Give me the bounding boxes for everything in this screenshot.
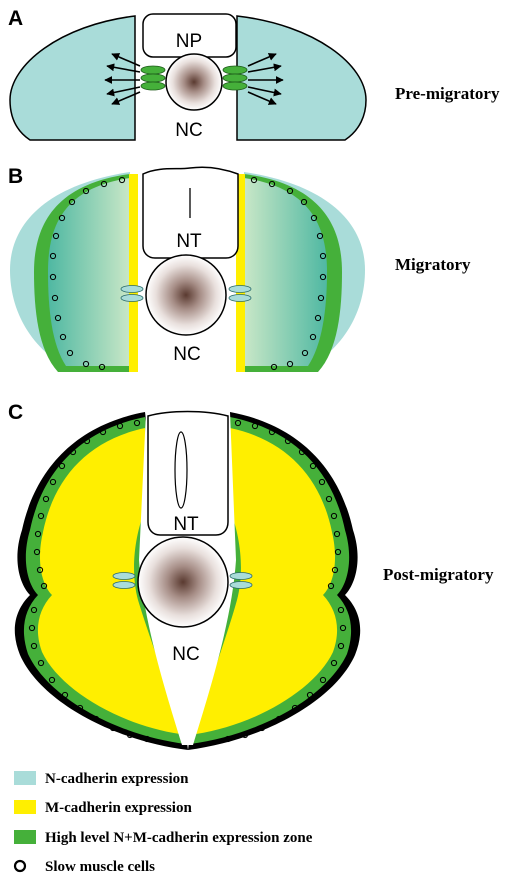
panel-b: B NT NC xyxy=(8,165,471,372)
legend-swatch-high-level-zone xyxy=(14,830,36,844)
panel-b-left-m-cadherin-band xyxy=(129,174,138,372)
legend-label-high-level-zone: High level N+M-cadherin expression zone xyxy=(45,830,313,846)
panel-a-right-somite xyxy=(237,16,366,140)
panel-a-left-cadherin-cluster xyxy=(141,66,165,90)
panel-a: A NP NC Pr xyxy=(8,7,500,141)
panel-b-nt-label: NT xyxy=(176,231,202,252)
legend-item-slow-muscle-cells: Slow muscle cells xyxy=(15,859,155,875)
panel-a-np-label: NP xyxy=(176,31,202,52)
legend-slow-muscle-icon xyxy=(15,861,25,871)
panel-b-notochord xyxy=(146,255,226,335)
legend-swatch-m-cadherin xyxy=(14,800,36,814)
legend: N-cadherin expression M-cadherin express… xyxy=(14,771,313,875)
legend-label-m-cadherin: M-cadherin expression xyxy=(45,800,192,816)
panel-a-stage-label: Pre-migratory xyxy=(395,84,500,103)
legend-item-n-cadherin: N-cadherin expression xyxy=(14,771,189,787)
panel-b-nc-label: NC xyxy=(173,344,200,365)
panel-c-neural-tube-lumen xyxy=(175,432,187,508)
panel-c-nc-label: NC xyxy=(172,644,199,665)
panel-a-left-somite xyxy=(10,16,135,140)
panel-a-notochord xyxy=(166,54,222,110)
legend-item-m-cadherin: M-cadherin expression xyxy=(14,800,192,816)
panel-a-nc-label: NC xyxy=(175,120,202,141)
panel-a-letter: A xyxy=(8,7,23,30)
legend-label-slow-muscle-cells: Slow muscle cells xyxy=(45,859,155,875)
panel-c-stage-label: Post-migratory xyxy=(383,565,494,584)
panel-c-notochord xyxy=(138,537,228,627)
panel-c: C xyxy=(8,401,494,750)
panel-a-right-cadherin-cluster xyxy=(223,66,247,90)
legend-label-n-cadherin: N-cadherin expression xyxy=(45,771,189,787)
panel-c-letter: C xyxy=(8,401,23,424)
panel-b-stage-label: Migratory xyxy=(395,255,471,274)
panel-c-nt-label: NT xyxy=(173,514,199,535)
legend-item-high-level-zone: High level N+M-cadherin expression zone xyxy=(14,830,313,846)
legend-swatch-n-cadherin xyxy=(14,771,36,785)
panel-b-letter: B xyxy=(8,165,23,188)
